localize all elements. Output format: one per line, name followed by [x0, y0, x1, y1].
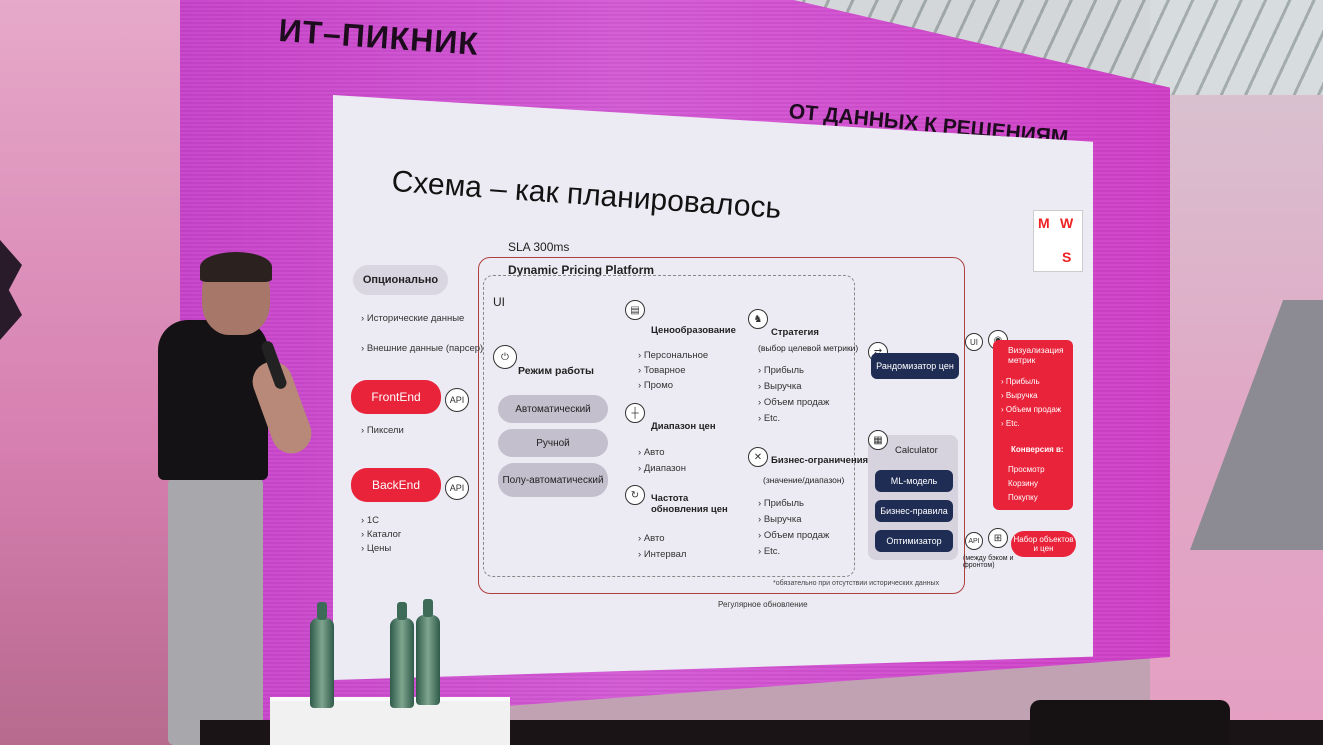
visualization-title: Визуализация метрик	[1008, 345, 1064, 365]
visualization-item: Выручка	[1001, 391, 1038, 400]
constraints-title: Бизнес-ограничения	[771, 455, 869, 466]
footnote: *обязательно при отсутствии исторических…	[773, 580, 940, 587]
visualization-item: Прибыль	[1001, 377, 1040, 386]
api-icon: API	[965, 532, 983, 550]
constraints-item: Объем продаж	[758, 530, 830, 541]
backend-pill: BackEnd	[351, 468, 441, 502]
mode-title: Режим работы	[518, 365, 595, 377]
api-icon: API	[445, 388, 469, 412]
calculator-item: Бизнес-правила	[875, 500, 953, 522]
constraints-item: Прибыль	[758, 498, 804, 509]
frequency-title: Частота обновления цен	[651, 493, 728, 515]
range-item: Авто	[638, 447, 665, 458]
mode-option: Автоматический	[498, 395, 608, 423]
pricing-item: Персональное	[638, 350, 708, 361]
close-circle-icon: ✕	[748, 447, 768, 467]
calculator-title: Calculator	[895, 445, 938, 456]
ui-frame	[483, 275, 855, 577]
strategy-subtitle: (выбор целевой метрики)	[758, 343, 859, 353]
presentation-slide: Схема – как планировалось M W S SLA 300m…	[333, 95, 1093, 680]
brand-letter-m: M	[1038, 215, 1050, 231]
speaker-legs	[168, 478, 263, 745]
strategy-item: Объем продаж	[758, 397, 830, 408]
platform-frame	[478, 257, 965, 594]
slide-title: Схема – как планировалось	[390, 165, 783, 226]
frontend-item: Пиксели	[361, 425, 404, 436]
brand-logo: M W S	[1033, 210, 1083, 272]
regular-update-label: Регулярное обновление	[718, 600, 808, 609]
conversion-title: Конверсия в:	[1011, 445, 1064, 454]
backend-item: Цены	[361, 543, 391, 554]
speaker-torso	[158, 320, 268, 480]
conversion-item: Корзину	[1008, 479, 1039, 488]
api-note: (между бэком и фронтом)	[963, 555, 1014, 569]
brand-letter-s: S	[1062, 249, 1072, 265]
water-bottle	[416, 599, 440, 705]
strategy-item: Etc.	[758, 413, 780, 424]
frequency-item: Авто	[638, 533, 665, 544]
mode-option: Полу-автоматический	[498, 463, 608, 497]
strategy-item: Выручка	[758, 381, 802, 392]
visualization-item: Объем продаж	[1001, 405, 1061, 414]
range-icon: ┼	[625, 403, 645, 423]
pricing-title: Ценообразование	[651, 325, 736, 336]
platform-title: Dynamic Pricing Platform	[508, 263, 655, 277]
strategy-title: Стратегия	[771, 327, 819, 338]
refresh-icon: ↻	[625, 485, 645, 505]
strategy-item: Прибыль	[758, 365, 804, 376]
water-bottle	[310, 602, 334, 708]
optional-item: Исторические данные	[361, 313, 465, 324]
speaker-hair	[200, 252, 272, 282]
brand-letter-w: W	[1060, 215, 1074, 231]
objects-box: Набор объектов и цен	[1011, 531, 1076, 557]
calculator-item: ML-модель	[875, 470, 953, 492]
calculator-icon: ▦	[868, 430, 888, 450]
randomizer-box: Рандомизатор цен	[871, 353, 959, 379]
ui-label: UI	[493, 295, 505, 309]
conversion-item: Покупку	[1008, 493, 1038, 502]
range-item: Диапазон	[638, 463, 686, 474]
frequency-item: Интервал	[638, 549, 687, 560]
pricing-item: Промо	[638, 380, 673, 391]
constraints-subtitle: (значение/диапазон)	[763, 475, 845, 485]
constraints-item: Выручка	[758, 514, 802, 525]
ui-icon: UI	[965, 333, 983, 351]
range-title: Диапазон цен	[651, 421, 716, 432]
visualization-item: Etc.	[1001, 419, 1020, 428]
optional-item: Внешние данные (парсер)	[361, 343, 483, 354]
stage-monitor-speaker	[1030, 700, 1230, 745]
mode-option: Ручной	[498, 429, 608, 457]
water-bottle	[390, 602, 414, 708]
grid-icon: ⊞	[988, 528, 1008, 548]
backend-item: 1С	[361, 515, 379, 526]
api-icon: API	[445, 476, 469, 500]
constraints-item: Etc.	[758, 546, 780, 557]
optional-pill: Опционально	[353, 265, 448, 295]
frontend-pill: FrontEnd	[351, 380, 441, 414]
pricing-item: Товарное	[638, 365, 686, 376]
chess-icon: ♞	[748, 309, 768, 329]
conversion-item: Просмотр	[1008, 465, 1045, 474]
document-icon: ▤	[625, 300, 645, 320]
power-icon: ⏻	[493, 345, 517, 369]
backend-item: Каталог	[361, 529, 402, 540]
sla-label: SLA 300ms	[508, 240, 570, 254]
calculator-item: Оптимизатор	[875, 530, 953, 552]
